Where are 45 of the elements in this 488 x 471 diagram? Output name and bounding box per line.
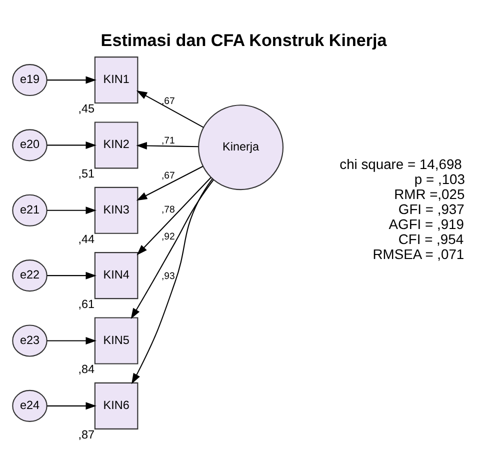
label: p = ,103 [414, 171, 465, 188]
node-circle: e19 [12, 64, 48, 96]
node-box: KIN4 [94, 252, 138, 300]
edge-label: ,71 [161, 135, 175, 146]
diagram-title: Estimasi dan CFA Konstruk Kinerja [100, 31, 387, 50]
edge-label: ,93 [161, 270, 175, 282]
arrow [47, 272, 96, 280]
node-box: KIN3 [94, 186, 138, 234]
node-circle: e22 [12, 260, 48, 292]
node-circle: Kinerja [198, 104, 284, 190]
node-circle: e23 [12, 324, 48, 357]
node-label: ,44 [78, 232, 95, 246]
node-label: ,45 [78, 102, 95, 116]
node-box: KIN6 [94, 382, 138, 430]
node-circle: e21 [12, 194, 48, 226]
label: GFI = ,937 [398, 201, 464, 218]
arrow [136, 90, 204, 128]
edge-label: ,67 [161, 96, 175, 107]
label: CFI = ,954 [398, 230, 464, 247]
arrow [47, 206, 96, 214]
node-circle: e24 [12, 390, 48, 422]
arrow [136, 166, 204, 201]
arrow [47, 141, 96, 149]
arrow [131, 178, 213, 384]
node-circle: e20 [12, 129, 48, 162]
arrow [136, 177, 212, 256]
node-label: ,61 [78, 298, 95, 311]
arrow [47, 402, 96, 410]
label: RMR =,025 [394, 186, 465, 202]
node-box: KIN2 [94, 122, 138, 169]
arrow [47, 337, 96, 344]
arrow [47, 76, 96, 84]
label: chi square = 14,698 [340, 156, 462, 172]
arrow [136, 142, 198, 150]
label: AGFI = ,919 [388, 216, 464, 232]
node-label: ,87 [78, 428, 95, 442]
label: RMSEA = ,071 [372, 246, 464, 262]
node-label: ,84 [78, 363, 95, 376]
edge-label: ,78 [161, 204, 175, 216]
node-label: ,51 [78, 168, 95, 181]
node-box: KIN5 [94, 317, 138, 364]
node-box: KIN1 [94, 56, 138, 104]
arrow [130, 180, 214, 320]
edge-label: ,92 [161, 231, 175, 242]
edge-label: ,67 [161, 170, 175, 182]
